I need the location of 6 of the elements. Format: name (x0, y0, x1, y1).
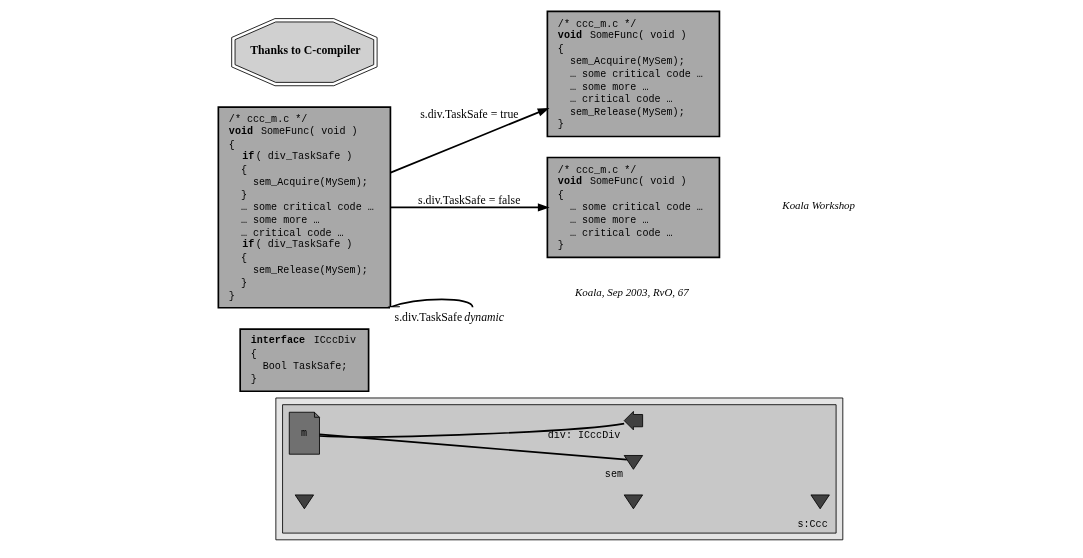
node-label: sem (604, 469, 623, 481)
edge-label: s.div.TaskSafe = false (418, 194, 521, 208)
edge-label: s.div.TaskSafe dynamic (394, 310, 505, 324)
label: Koala Workshop (782, 199, 856, 212)
label: Koala, Sep 2003, RvO, 67 (575, 285, 689, 298)
edge-label: s.div.TaskSafe = true (420, 107, 519, 121)
